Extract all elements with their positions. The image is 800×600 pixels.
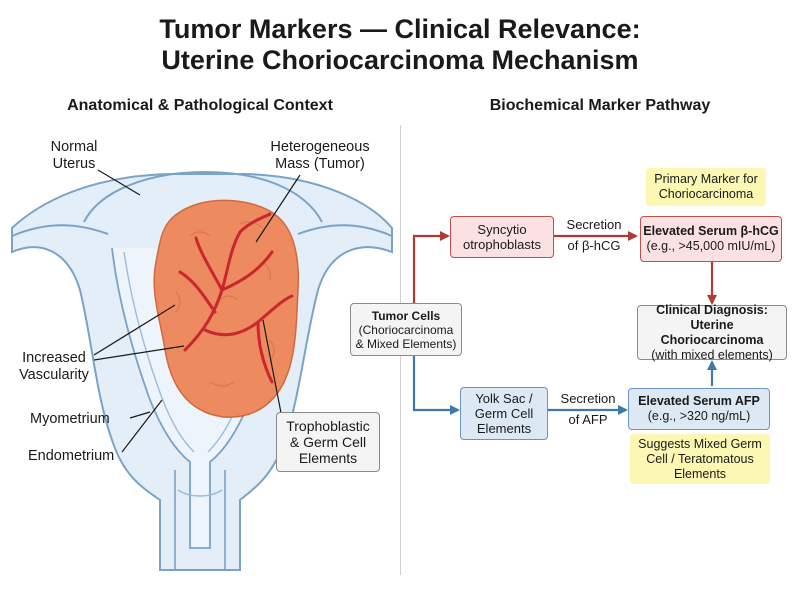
- primary-note-line2: Choriocarcinoma: [658, 187, 754, 201]
- label-vascularity-line2: Vascularity: [19, 367, 89, 383]
- syncytio-box: Syncytio otrophoblasts: [450, 216, 554, 258]
- leader-endometrium: [121, 399, 163, 453]
- tropho-line1: Trophoblastic: [286, 418, 370, 434]
- leader-vascularity-1: [93, 304, 176, 356]
- diagnosis-detail: (with mixed elements): [651, 347, 773, 362]
- tumor-body: [153, 199, 300, 418]
- secretion-hcg-line1: Secretion: [566, 217, 622, 232]
- leader-vascularity-2: [93, 345, 185, 361]
- label-mass-line1: Heterogeneous: [270, 139, 370, 155]
- yolk-sac-line2: Germ Cell: [474, 406, 534, 421]
- afp-detail: (e.g., >320 ng/mL): [647, 409, 751, 423]
- title-line-1: Tumor Markers — Clinical Relevance:: [159, 14, 641, 44]
- label-increased-vascularity: Increased Vascularity: [14, 350, 94, 384]
- label-endometrium: Endometrium: [28, 448, 115, 464]
- mixed-note-line2: Cell / Teratomatous: [646, 451, 754, 466]
- leader-mass: [255, 174, 301, 243]
- yolk-sac-box: Yolk Sac / Germ Cell Elements: [460, 387, 548, 440]
- leader-myometrium: [129, 411, 151, 419]
- afp-title: Elevated Serum AFP: [638, 394, 760, 408]
- hcg-detail: (e.g., >45,000 mIU/mL): [646, 239, 776, 253]
- tumor-cells-box: Tumor Cells (Choriocarcinoma & Mixed Ele…: [350, 303, 462, 356]
- arrow-tumor-to-yolk: [412, 356, 460, 415]
- secretion-hcg-label: Secretion of β-hCG: [558, 217, 630, 253]
- leader-lines: [93, 169, 301, 453]
- tumor-vessels: [178, 212, 294, 384]
- label-myometrium: Myometrium: [30, 411, 110, 427]
- primary-note-line1: Primary Marker for: [654, 172, 758, 186]
- label-heterogeneous-mass: Heterogeneous Mass (Tumor): [258, 139, 382, 173]
- arrow-tumor-to-syncytio: [412, 231, 450, 303]
- tumor-mass: [153, 199, 300, 418]
- label-mass-line2: Mass (Tumor): [275, 156, 365, 172]
- tropho-line2: & Germ Cell: [289, 434, 367, 450]
- cervical-canal: [174, 470, 226, 570]
- mixed-note-line1: Suggests Mixed Germ: [638, 436, 762, 451]
- secretion-afp-line1: Secretion: [560, 391, 616, 406]
- tumor-cells-title: Tumor Cells: [371, 308, 441, 323]
- syncytio-line2: otrophoblasts: [462, 237, 542, 252]
- mixed-germ-note: Suggests Mixed Germ Cell / Teratomatous …: [630, 434, 770, 484]
- diagnosis-title2: Uterine Choriocarcinoma: [660, 317, 764, 347]
- endometrium-lining: [123, 251, 195, 453]
- leader-tropho: [262, 319, 283, 419]
- syncytio-line1: Syncytio: [477, 222, 527, 237]
- secretion-afp-line2: of AFP: [568, 412, 608, 427]
- secretion-hcg-line2: of β-hCG: [567, 238, 621, 253]
- label-normal-uterus-line2: Uterus: [52, 156, 96, 172]
- page-title: Tumor Markers — Clinical Relevance: Uter…: [0, 14, 800, 76]
- primary-marker-note: Primary Marker for Choriocarcinoma: [646, 168, 766, 206]
- leader-normal-uterus: [97, 169, 141, 196]
- label-vascularity-line1: Increased: [22, 350, 86, 366]
- fallopian-tube-left: [11, 224, 109, 237]
- tropho-line3: Elements: [298, 450, 358, 466]
- hcg-title: Elevated Serum β-hCG: [643, 224, 779, 238]
- label-normal-uterus-line1: Normal: [50, 139, 98, 155]
- yolk-sac-line1: Yolk Sac /: [475, 391, 533, 406]
- label-normal-uterus: Normal Uterus: [34, 139, 114, 173]
- elevated-hcg-box: Elevated Serum β-hCG (e.g., >45,000 mIU/…: [640, 216, 782, 262]
- yolk-sac-line3: Elements: [476, 421, 532, 436]
- uterus-fundus: [83, 170, 323, 223]
- title-line-2: Uterine Choriocarcinoma Mechanism: [161, 45, 639, 75]
- elevated-afp-box: Elevated Serum AFP (e.g., >320 ng/mL): [628, 388, 770, 430]
- cervix-os: [177, 489, 223, 497]
- secretion-afp-label: Secretion of AFP: [552, 391, 624, 427]
- tumor-cells-line3: & Mixed Elements): [355, 336, 457, 351]
- pathway-arrows: [412, 231, 717, 415]
- fallopian-tube-right: [297, 224, 393, 237]
- clinical-diagnosis-box: Clinical Diagnosis: Uterine Choriocarcin…: [637, 302, 787, 362]
- tropho-germ-cell-box: Trophoblastic & Germ Cell Elements: [276, 412, 380, 472]
- mixed-note-line3: Elements: [673, 466, 727, 481]
- tumor-cells-line2: (Choriocarcinoma: [358, 322, 454, 337]
- diagnosis-title1: Clinical Diagnosis:: [656, 302, 768, 317]
- anatomy-heading: Anatomical & Pathological Context: [67, 97, 333, 114]
- pathway-heading: Biochemical Marker Pathway: [489, 97, 711, 114]
